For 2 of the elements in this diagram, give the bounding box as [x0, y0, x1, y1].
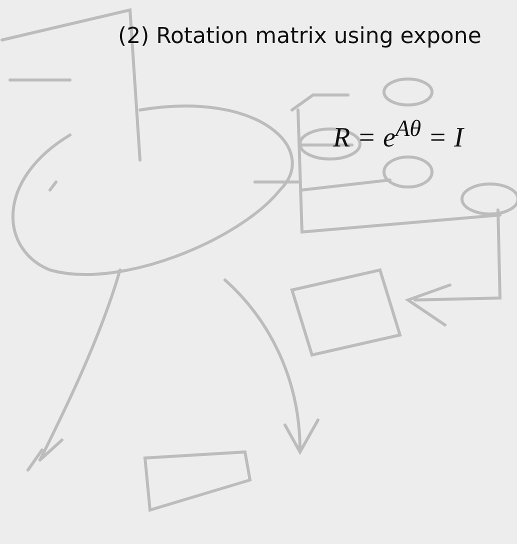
slide-heading: (2) Rotation matrix using expone: [118, 24, 482, 49]
math-formula: R = e$^{Aθ}$ = I: [333, 116, 464, 154]
